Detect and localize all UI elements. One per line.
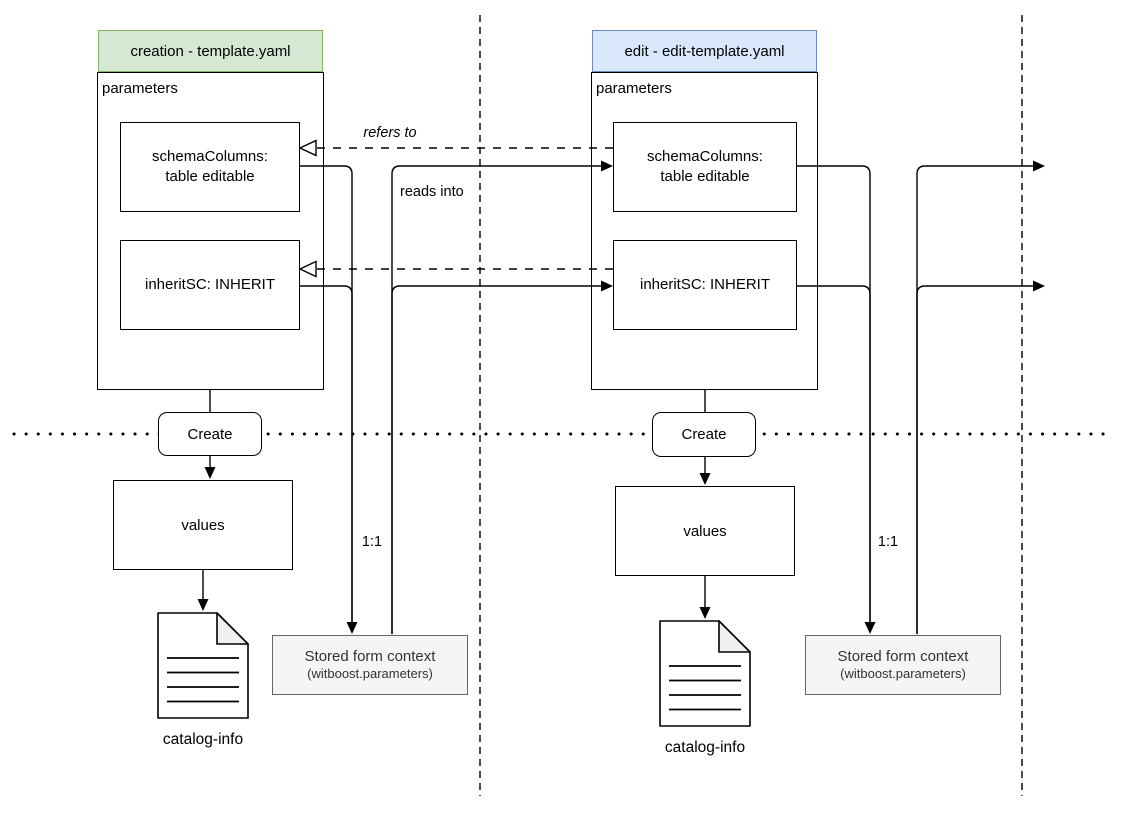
hollow-arrowhead-icon [298,260,317,278]
arrowhead-icon [197,599,209,611]
edit-schemacolumns-box: schemaColumns: table editable [613,122,797,212]
arrowhead-icon [699,607,711,619]
reads-into-edge-label: reads into [400,184,464,200]
creation-schemacolumns-box: schemaColumns: table editable [120,122,300,212]
edit-template-header: edit - edit-template.yaml [592,30,817,72]
creation-create-button: Create [158,412,262,456]
arrowhead-icon [601,280,613,292]
right-context-to-next-edit-top-edge [916,160,1045,634]
arrowhead-icon [1033,280,1045,292]
creation-schemacolumns-line2: table editable [165,168,255,185]
edit-schemacolumns-to-context-edge [797,165,876,634]
refers-to-edge-inheritsc [298,260,613,278]
arrowhead-icon [699,473,711,485]
stored-form-context-subtitle: (witboost.parameters) [307,666,433,682]
edit-schemacolumns-line1: schemaColumns: [647,147,763,165]
creation-values-to-catalog-edge [197,570,209,611]
right-context-to-next-edit-bottom-edge [916,280,1045,634]
hollow-arrowhead-icon [298,139,317,157]
arrowhead-icon [346,622,358,634]
creation-template-header: creation - template.yaml [98,30,323,72]
edit-template-body [591,72,818,390]
creation-schemacolumns-line1: schemaColumns: [152,147,268,165]
creation-values-box: values [113,480,293,570]
document-icon [157,612,249,719]
stored-form-context-title: Stored form context [837,647,969,665]
arrowhead-icon [1033,160,1045,172]
creation-stored-form-context-box: Stored form context (witboost.parameters… [272,635,468,695]
creation-inheritsc-box: inheritSC: INHERIT [120,240,300,330]
edit-catalog-info-label: catalog-info [664,739,746,756]
stored-form-context-subtitle: (witboost.parameters) [840,666,966,682]
creation-schemacolumns-to-context-edge [300,165,358,634]
arrowhead-icon [864,622,876,634]
document-icon [659,620,751,727]
creation-parameters-label: parameters [102,80,178,97]
creation-catalog-info-label: catalog-info [162,731,244,748]
edit-create-button: Create [652,412,756,457]
edit-values-box: values [615,486,795,576]
arrowhead-icon [204,467,216,479]
edit-inheritsc-to-context-edge [797,285,871,624]
edit-inheritsc-box: inheritSC: INHERIT [613,240,797,330]
context-reads-into-edit-schemacolumns-edge [391,160,613,634]
creation-create-to-values-edge [204,456,216,479]
edit-values-to-catalog-edge [699,576,711,619]
edit-ratio-label: 1:1 [877,534,899,550]
context-reads-into-edit-inheritsc-edge [391,280,613,634]
creation-inheritsc-to-context-edge [300,285,353,624]
edit-schemacolumns-line2: table editable [660,168,750,185]
creation-template-body [97,72,324,390]
creation-ratio-label: 1:1 [361,534,383,550]
refers-to-edge-schemacolumns [298,139,613,157]
edit-create-to-values-edge [699,457,711,485]
edit-parameters-label: parameters [596,80,672,97]
arrowhead-icon [601,160,613,172]
stored-form-context-title: Stored form context [304,647,436,665]
edit-stored-form-context-box: Stored form context (witboost.parameters… [805,635,1001,695]
refers-to-edge-label: refers to [363,125,417,141]
